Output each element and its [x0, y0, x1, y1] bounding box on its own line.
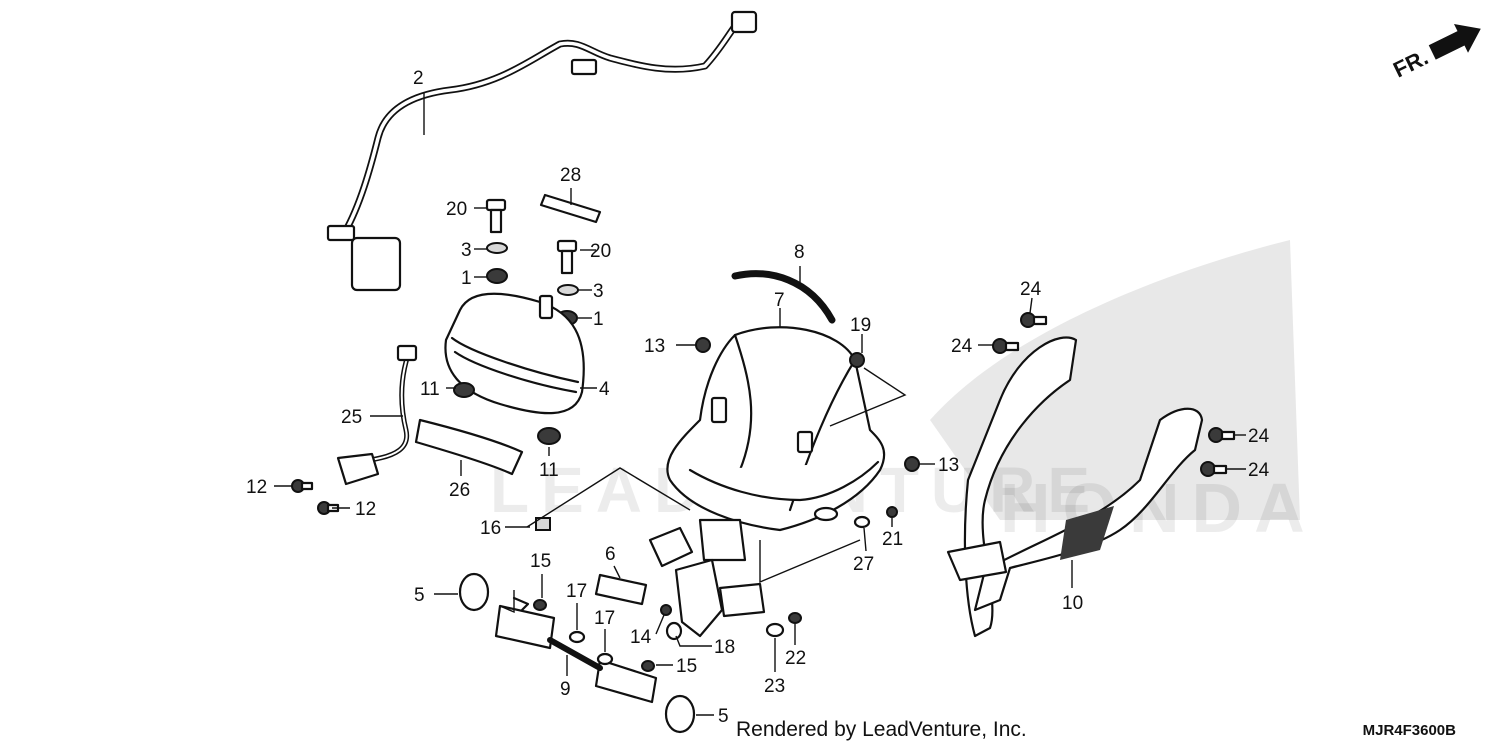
taillight-assembly	[444, 292, 585, 415]
callout-27: 27	[853, 554, 874, 575]
screw-13-right	[904, 456, 920, 472]
callout-17-a: 17	[566, 581, 587, 602]
screw-13-left	[695, 337, 711, 353]
callout-10: 10	[1062, 593, 1083, 614]
callout-9: 9	[560, 679, 571, 700]
collar-3-right	[557, 284, 579, 296]
callout-labels: 2 28 20 3 20 1 3 1 4 25 11 11 26 12 12 8…	[246, 68, 1270, 727]
bolt-20-lower	[556, 239, 578, 275]
reflector-stay	[494, 596, 658, 704]
callout-16: 16	[480, 518, 501, 539]
front-direction-indicator: FR.	[1389, 23, 1481, 82]
bolt-20-upper	[485, 198, 507, 234]
wire-harness	[326, 10, 758, 292]
license-bracket	[674, 558, 766, 638]
lens-film	[414, 418, 524, 476]
callout-24-b: 24	[951, 336, 973, 357]
tape-strip	[539, 193, 602, 224]
bolt-24-a	[1020, 312, 1048, 328]
callout-14: 14	[630, 627, 652, 648]
callout-12-a: 12	[246, 477, 267, 498]
screw-12-upper	[291, 479, 314, 493]
callout-1-b: 1	[593, 309, 604, 330]
callout-13-b: 13	[938, 455, 959, 476]
screw-14	[660, 604, 672, 616]
callout-24-a: 24	[1020, 279, 1042, 300]
callout-13-a: 13	[644, 336, 665, 357]
honda-wing-icon	[930, 240, 1300, 520]
callout-11-a: 11	[420, 379, 440, 400]
diagram-code: MJR4F3600B	[1362, 722, 1456, 739]
callout-8: 8	[794, 242, 805, 263]
reflector-5-upper	[458, 572, 490, 612]
splash-guard	[946, 336, 1204, 638]
callout-20-b: 20	[590, 241, 611, 262]
nut-15-lower	[641, 660, 655, 672]
callout-3-a: 3	[461, 240, 472, 261]
footer-credit: Rendered by LeadVenture, Inc.	[736, 718, 1027, 741]
callout-23: 23	[764, 676, 785, 697]
bolt-24-c	[1208, 427, 1236, 443]
callout-15-b: 15	[676, 656, 697, 677]
rubber-seal	[731, 270, 836, 324]
callout-17-b: 17	[594, 608, 615, 629]
callout-28: 28	[560, 165, 581, 186]
callout-5-a: 5	[414, 585, 425, 606]
washer-17-lower	[596, 652, 614, 666]
callout-2: 2	[413, 68, 424, 89]
callout-3-b: 3	[593, 281, 604, 302]
bolt-19	[849, 352, 865, 368]
callout-24-c: 24	[1248, 426, 1270, 447]
nut-15-upper	[533, 599, 547, 611]
callout-19: 19	[850, 315, 871, 336]
leader-lines	[274, 92, 1246, 716]
washer-23	[765, 622, 785, 638]
nut-22	[788, 612, 802, 624]
clip-16	[535, 517, 551, 531]
reflector-5-lower	[664, 694, 696, 734]
callout-18: 18	[714, 637, 735, 658]
washer-17-upper	[568, 630, 586, 644]
callout-22: 22	[785, 648, 806, 669]
front-label: FR.	[1389, 44, 1432, 82]
grommet-1-left	[486, 268, 508, 284]
license-light-wire	[336, 344, 418, 486]
rear-fender	[648, 326, 886, 568]
callout-15-a: 15	[530, 551, 551, 572]
callout-7: 7	[774, 290, 785, 311]
callout-24-d: 24	[1248, 460, 1270, 481]
bolt-24-b	[992, 338, 1020, 354]
washer-27	[853, 515, 871, 529]
collar-3-left	[486, 242, 508, 254]
front-arrow-icon	[1428, 23, 1481, 60]
callout-6: 6	[605, 544, 616, 565]
callout-21: 21	[882, 529, 903, 550]
grommet-18	[665, 621, 683, 641]
callout-12-b: 12	[355, 499, 376, 520]
nut-21	[886, 506, 898, 518]
callout-20-a: 20	[446, 199, 467, 220]
grommet-11-lower	[537, 427, 561, 445]
callout-1-a: 1	[461, 268, 472, 289]
reflector	[594, 573, 648, 606]
callout-26: 26	[449, 480, 470, 501]
grommet-11-upper	[453, 382, 475, 398]
callout-4: 4	[599, 379, 610, 400]
callout-11-b: 11	[539, 460, 559, 481]
callout-5-b: 5	[718, 706, 729, 727]
callout-25: 25	[341, 407, 362, 428]
